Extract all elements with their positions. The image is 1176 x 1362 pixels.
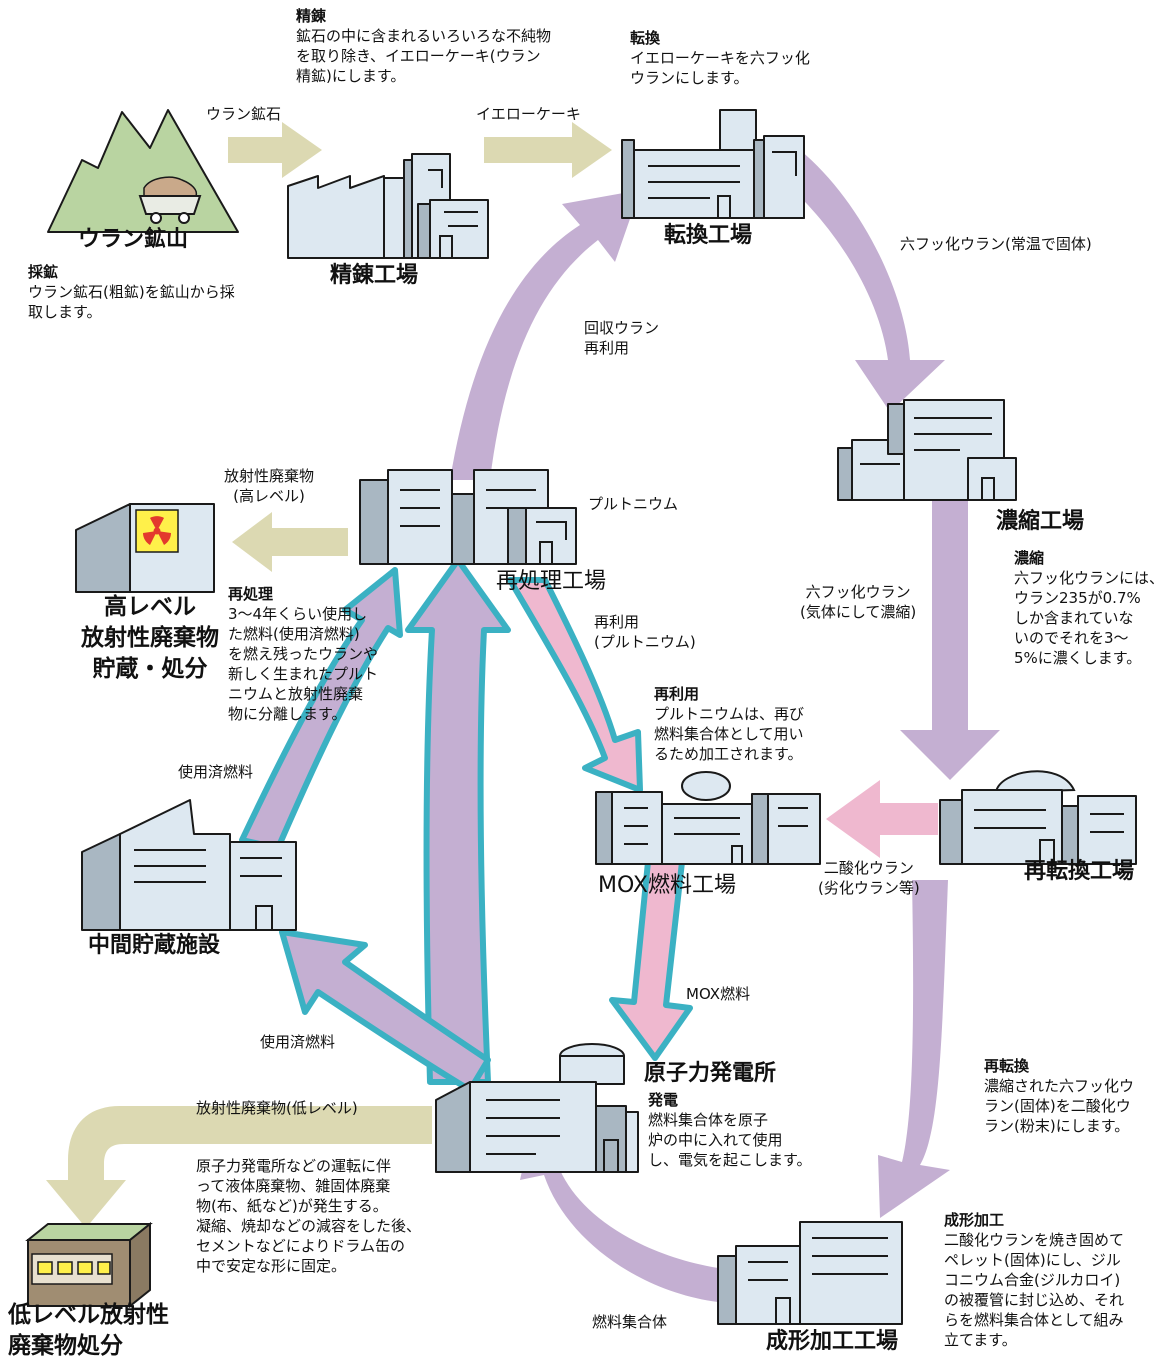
note-llw: 原子力発電所などの運転に伴って液体廃棄物、雑固体廃棄物(布、紙など)が発生する。… [196, 1157, 422, 1275]
arrow-power-to-interim [279, 929, 491, 1093]
arrow-power-to-reprocessing [405, 557, 511, 1085]
flow-label-spent-fuel-1: 使用済燃料 [178, 763, 254, 781]
arrow-llw [46, 1106, 432, 1228]
note-enrichment: 濃縮 六フッ化ウランには、ウラン235が0.7%しか含まれていないのでそれを3〜… [1014, 549, 1165, 667]
note-conversion: 転換 イエローケーキを六フッ化ウランにします。 [630, 29, 810, 87]
flow-label-yellowcake: イエローケーキ [476, 105, 581, 123]
flow-label-reuse-pu: 再利用(プルトニウム) [594, 613, 696, 651]
hlw-storage-illustration [75, 503, 215, 593]
mine-illustration [47, 109, 239, 233]
note-generation: 発電 燃料集合体を原子炉の中に入れて使用し、電気を起こします。 [648, 1091, 812, 1169]
note-fabrication: 成形加工 二酸化ウランを焼き固めてペレット(固体)にし、ジルコニウム合金(ジルカ… [944, 1211, 1125, 1349]
facility-label-fabrication: 成形加工工場 [766, 1329, 899, 1354]
note-mining: 採鉱 ウラン鉱石(粗鉱)を鉱山から採取します。 [28, 263, 235, 321]
flow-label-spent-fuel-2: 使用済燃料 [260, 1033, 336, 1051]
arrow-reprocessing-to-mox [507, 577, 643, 793]
flow-label-uranium-ore: ウラン鉱石 [206, 105, 282, 123]
flow-label-mox-fuel: MOX燃料 [686, 985, 751, 1003]
arrow-yellowcake [484, 122, 612, 178]
facility-label-conversion: 転換工場 [664, 223, 753, 248]
facility-label-interim: 中間貯蔵施設 [88, 933, 221, 958]
interim-storage-illustration [81, 799, 297, 931]
note-reprocessing: 再処理 3〜4年くらい使用した燃料(使用済燃料)を燃え残ったウランや新しく生まれ… [228, 585, 379, 723]
facility-label-reconversion: 再転換工場 [1024, 859, 1135, 884]
reconversion-plant-illustration [939, 770, 1137, 865]
facility-label-reprocessing: 再処理工場 [496, 569, 607, 594]
arrow-uranium-ore [228, 122, 322, 178]
facility-label-mine: ウラン鉱山 [78, 227, 189, 252]
arrow-reconversion-to-mox [826, 780, 938, 858]
facility-label-power-plant: 原子力発電所 [644, 1061, 777, 1086]
flow-label-uf6-gas: 六フッ化ウラン(気体にして濃縮) [800, 583, 917, 621]
flow-label-depleted: 二酸化ウラン(劣化ウラン等) [818, 859, 920, 897]
arrow-enrichment-to-reconversion [900, 498, 1000, 780]
arrow-conversion-to-enrichment [780, 150, 945, 412]
refining-plant-illustration [287, 153, 489, 259]
fabrication-plant-illustration [717, 1221, 903, 1325]
facility-label-refining: 精錬工場 [330, 263, 419, 288]
arrow-hlw [232, 512, 348, 572]
facility-label-mox: MOX燃料工場 [598, 873, 736, 898]
flow-label-uf6-solid: 六フッ化ウラン(常温で固体) [900, 235, 1092, 253]
facility-label-hlw: 高レベル放射性廃棄物貯蔵・処分 [81, 594, 219, 682]
note-reuse: 再利用 プルトニウムは、再び燃料集合体として用いるため加工されます。 [654, 685, 805, 763]
facility-label-llw: 低レベル放射性廃棄物処分 [8, 1302, 169, 1359]
arrow-reprocessing-to-conversion [450, 190, 640, 480]
reprocessing-plant-illustration [359, 469, 577, 565]
enrichment-plant-illustration [837, 399, 1017, 501]
flow-label-fuel-assembly: 燃料集合体 [592, 1313, 668, 1331]
mox-plant-illustration [595, 771, 821, 865]
power-plant-illustration [435, 1043, 639, 1173]
arrow-reconversion-to-fabrication [878, 880, 950, 1218]
conversion-plant-illustration [621, 109, 805, 219]
arrow-mox-to-power [609, 859, 693, 1061]
flow-label-plutonium: プルトニウム [588, 495, 679, 513]
flow-label-recovered-uranium: 回収ウラン再利用 [584, 319, 660, 357]
arrow-interim-to-reprocessing [239, 567, 403, 851]
note-reconversion: 再転換 濃縮された六フッ化ウラン(固体)を二酸化ウラン(粉末)にします。 [984, 1057, 1135, 1135]
note-refining: 精錬 鉱石の中に含まれるいろいろな不純物を取り除き、イエローケーキ(ウラン精鉱)… [296, 7, 552, 85]
llw-disposal-illustration [25, 1221, 153, 1309]
flow-label-llw: 放射性廃棄物(低レベル) [196, 1099, 358, 1117]
flow-label-hlw: 放射性廃棄物(高レベル) [224, 467, 315, 505]
facility-label-enrichment: 濃縮工場 [996, 509, 1085, 534]
